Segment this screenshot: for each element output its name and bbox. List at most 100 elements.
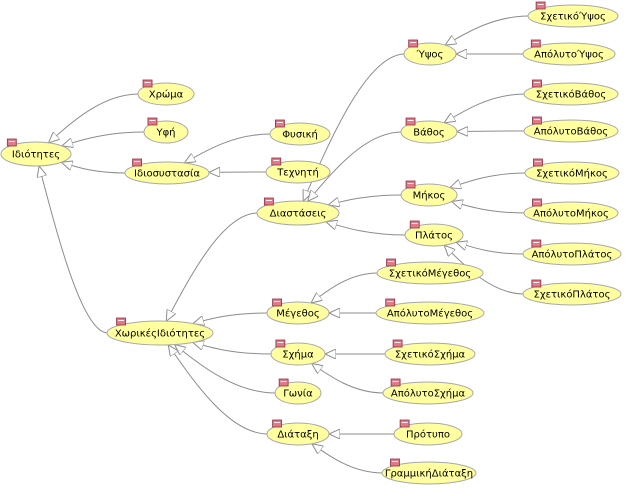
node-ellipse[interactable] — [400, 120, 458, 144]
edge-sxetikoplatos-to-platos — [444, 245, 525, 295]
node-ellipse[interactable] — [381, 461, 477, 485]
class-tag-icon — [132, 158, 142, 167]
node-ellipse[interactable] — [393, 422, 463, 446]
edge-megethos-to-xorikes — [193, 312, 269, 324]
class-tag-icon — [531, 279, 542, 288]
node-ellipse[interactable] — [270, 342, 326, 366]
edge-sxetikomegethos-to-megethos — [311, 272, 379, 303]
class-tag-icon — [390, 378, 401, 387]
node-ellipse[interactable] — [523, 201, 619, 225]
node-ellipse[interactable] — [137, 82, 195, 106]
class-tag-icon — [272, 419, 282, 428]
node-diastaseis[interactable]: Διαστάσεις — [256, 197, 340, 226]
node-ellipse[interactable] — [0, 141, 72, 167]
class-tag-icon — [263, 197, 274, 206]
node-sxetikovathos[interactable]: ΣχετικόΒάθος — [523, 79, 619, 106]
class-tag-icon — [275, 339, 286, 348]
edge-idiosystasia-to-idiotites — [61, 162, 127, 174]
node-vathos[interactable]: Βάθος — [400, 117, 458, 144]
class-tag-icon — [405, 117, 416, 126]
edges-layer — [39, 15, 530, 474]
class-tag-icon — [409, 220, 420, 229]
node-ellipse[interactable] — [106, 320, 214, 346]
edge-diastaseis-to-xorikes — [166, 212, 259, 321]
node-ellipse[interactable] — [143, 120, 189, 144]
node-sxetikomegethos[interactable]: ΣχετικόΜέγεθος — [376, 258, 484, 285]
node-ellipse[interactable] — [524, 161, 620, 185]
node-gonia[interactable]: Γωνία — [274, 378, 322, 405]
node-ellipse[interactable] — [256, 200, 340, 226]
node-ellipse[interactable] — [266, 301, 330, 325]
class-tag-icon — [272, 298, 282, 307]
node-ellipse[interactable] — [265, 160, 331, 184]
edge-diataxi-to-xorikes — [168, 345, 269, 435]
node-protypo[interactable]: Πρότυπο — [393, 419, 463, 446]
node-ellipse[interactable] — [522, 242, 622, 266]
node-apolytosxima[interactable]: ΑπόλυτοΣχήμα — [382, 378, 474, 405]
node-ellipse[interactable] — [400, 183, 458, 207]
node-ellipse[interactable] — [403, 42, 457, 66]
node-megethos[interactable]: Μέγεθος — [266, 298, 330, 325]
edge-ifi-to-idiotites — [62, 131, 146, 146]
node-apolytoypsos[interactable]: ΑπόλυτοΎψος — [522, 39, 616, 66]
node-ellipse[interactable] — [404, 223, 464, 247]
node-sxetikomikos[interactable]: ΣχετικόΜήκος — [524, 158, 620, 185]
node-ellipse[interactable] — [523, 119, 619, 143]
node-platos[interactable]: Πλάτος — [404, 220, 464, 247]
node-ellipse[interactable] — [124, 161, 210, 185]
node-ellipse[interactable] — [266, 422, 330, 446]
class-tag-icon — [532, 198, 542, 207]
node-apolytomegethos[interactable]: ΑπόλυτοΜέγεθος — [375, 298, 485, 325]
node-ellipse[interactable] — [274, 381, 322, 405]
node-mikos[interactable]: Μήκος — [400, 180, 458, 207]
edge-vathos-to-diastaseis — [308, 131, 403, 201]
node-grammiki[interactable]: ΓραμμικήΔιάταξη — [381, 458, 477, 485]
node-ellipse[interactable] — [382, 381, 474, 405]
edge-apolytovathos-to-vathos — [457, 131, 526, 132]
node-sxetikosxima[interactable]: ΣχετικόΣχήμα — [384, 339, 476, 366]
node-apolytomikos[interactable]: ΑπόλυτοΜήκος — [523, 198, 619, 225]
node-ifi[interactable]: Υφή — [143, 117, 189, 144]
edge-platos-to-diastaseis — [326, 222, 407, 236]
node-idiotites[interactable]: Ιδιότητες — [0, 138, 72, 167]
class-tag-icon — [278, 378, 289, 387]
edge-xroma-to-idiotites — [49, 93, 140, 143]
node-apolytovathos[interactable]: ΑπόλυτοΒάθος — [523, 116, 619, 143]
node-ellipse[interactable] — [527, 4, 619, 28]
node-fysiki[interactable]: Φυσική — [269, 119, 331, 146]
class-tag-icon — [535, 1, 546, 10]
class-tag-icon — [6, 138, 17, 147]
node-idiosystasia[interactable]: Ιδιοσυστασία — [124, 158, 210, 185]
class-tag-icon — [390, 458, 400, 467]
class-tag-icon — [274, 119, 285, 128]
node-sxima[interactable]: Σχήμα — [270, 339, 326, 366]
node-ellipse[interactable] — [269, 122, 331, 146]
class-tag-icon — [147, 117, 158, 126]
class-tag-icon — [386, 258, 396, 267]
node-ellipse[interactable] — [376, 261, 484, 285]
class-tag-icon — [142, 79, 153, 88]
edge-apolytosxima-to-sxima — [312, 364, 385, 394]
nodes-layer: ΙδιότητεςΧρώμαΥφήΙδιοσυστασίαΦυσικήΤεχνη… — [0, 1, 622, 485]
edge-mikos-to-diastaseis — [328, 194, 403, 205]
class-tag-icon — [532, 79, 542, 88]
node-apolytoplatos[interactable]: ΑπόλυτοΠλάτος — [522, 239, 622, 266]
class-tag-icon — [532, 116, 542, 125]
node-ellipse[interactable] — [384, 342, 476, 366]
node-ellipse[interactable] — [523, 82, 619, 106]
node-ellipse[interactable] — [375, 301, 485, 325]
node-ellipse[interactable] — [522, 282, 622, 306]
node-diataxi[interactable]: Διάταξη — [266, 419, 330, 446]
class-tag-icon — [392, 339, 403, 348]
node-ellipse[interactable] — [522, 42, 616, 66]
class-tag-icon — [408, 39, 419, 48]
node-sxetikoypsos[interactable]: ΣχετικόΎψος — [527, 1, 619, 28]
class-tag-icon — [116, 317, 126, 326]
class-tag-icon — [530, 39, 541, 48]
node-sxetikoplatos[interactable]: ΣχετικόΠλάτος — [522, 279, 622, 306]
edge-sxetikomikos-to-mikos — [450, 172, 527, 188]
edge-grammiki-to-diataxi — [312, 444, 384, 474]
node-xroma[interactable]: Χρώμα — [137, 79, 195, 106]
class-tag-icon — [385, 298, 396, 307]
